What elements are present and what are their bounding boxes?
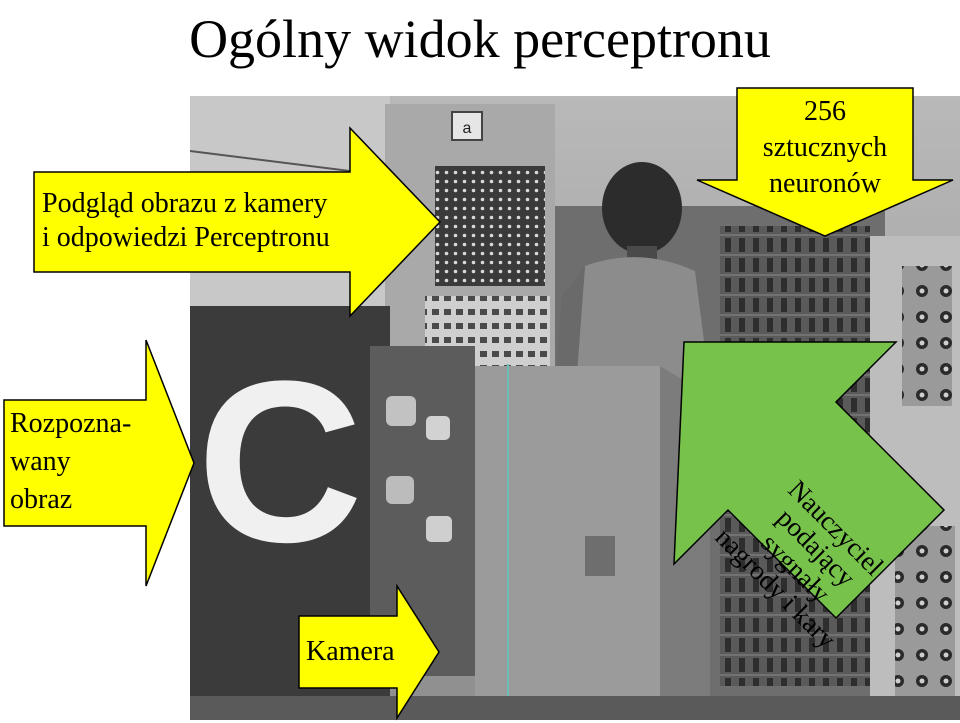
right-arrow-icon [3, 339, 195, 587]
up-left-arrow-icon [673, 341, 946, 620]
panel-mark: a [463, 120, 472, 137]
right-arrow-icon [298, 583, 440, 721]
recognized-letter: C [197, 333, 363, 590]
preview-arrow-callout: Podgląd obrazu z kamery i odpowiedzi Per… [32, 126, 442, 318]
image-label-line1: Rozpozna- [10, 408, 132, 439]
image-label-line2: wany [10, 446, 71, 477]
neurons-label-line1: 256 [804, 96, 846, 127]
slide-title: Ogólny widok perceptronu [189, 9, 771, 69]
image-arrow-callout: Rozpozna- wany obraz [2, 338, 196, 588]
camera-arrow-callout: Kamera [297, 583, 441, 721]
teacher-arrow-callout: Nauczyciel podający sygnały nagrody i ka… [672, 340, 956, 654]
down-arrow-icon [696, 87, 954, 237]
neurons-label-line3: neuronów [769, 168, 881, 199]
neurons-label-line2: sztucznych [762, 132, 888, 163]
preview-label-line1: Podgląd obrazu z kamery [42, 188, 328, 219]
camera-label: Kamera [306, 636, 395, 667]
preview-label-line2: i odpowiedzi Perceptronu [42, 222, 330, 253]
neurons-arrow-callout: 256 sztucznych neuronów [695, 86, 955, 238]
right-arrow-icon [33, 126, 442, 318]
image-label-line3: obraz [10, 484, 73, 515]
